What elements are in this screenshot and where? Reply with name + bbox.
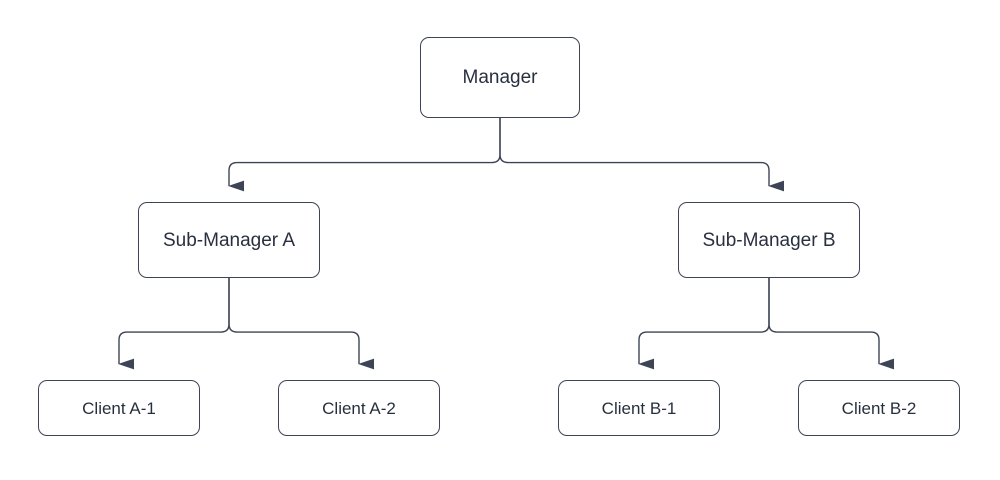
node-client-a-2-label: Client A-2 xyxy=(322,398,396,418)
edge-manager-sub-b xyxy=(499,118,785,192)
node-client-a-1-label: Client A-1 xyxy=(82,398,156,418)
node-sub-manager-b[interactable]: Sub-Manager B xyxy=(678,202,860,278)
node-client-b-1-label: Client B-1 xyxy=(601,398,677,418)
node-client-a-1[interactable]: Client A-1 xyxy=(38,380,200,436)
edge-sub-a-client-a1 xyxy=(118,278,230,370)
node-sub-manager-b-label: Sub-Manager B xyxy=(702,229,836,251)
edge-sub-b-client-b1 xyxy=(638,278,770,370)
node-manager-label: Manager xyxy=(462,67,538,88)
node-client-b-2[interactable]: Client B-2 xyxy=(798,380,960,436)
node-manager[interactable]: Manager xyxy=(420,37,580,118)
node-client-a-2[interactable]: Client A-2 xyxy=(278,380,440,436)
node-sub-manager-a[interactable]: Sub-Manager A xyxy=(138,202,320,278)
edge-sub-a-client-a2 xyxy=(228,278,375,370)
node-sub-manager-a-label: Sub-Manager A xyxy=(162,229,296,251)
edge-sub-b-client-b2 xyxy=(768,278,895,370)
edge-manager-sub-a xyxy=(228,118,501,192)
node-client-b-1[interactable]: Client B-1 xyxy=(558,380,720,436)
node-client-b-2-label: Client B-2 xyxy=(841,398,917,418)
